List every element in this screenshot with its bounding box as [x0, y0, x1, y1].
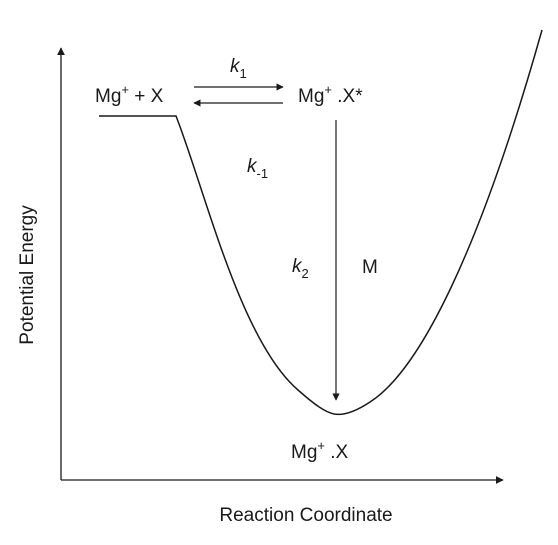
- complex-label: Mg+ .X*: [298, 82, 363, 107]
- product-label: Mg+ .X: [291, 438, 349, 463]
- k2-label: k2: [292, 256, 309, 281]
- k-minus1-label: k-1: [247, 156, 268, 181]
- k1-label: k1: [230, 56, 247, 81]
- y-axis-title: Potential Energy: [17, 205, 38, 345]
- third-body-label: M: [362, 257, 378, 278]
- x-axis-title: Reaction Coordinate: [219, 505, 392, 526]
- reactants-label: Mg+ + X: [95, 82, 164, 107]
- potential-energy-curve: [99, 29, 543, 416]
